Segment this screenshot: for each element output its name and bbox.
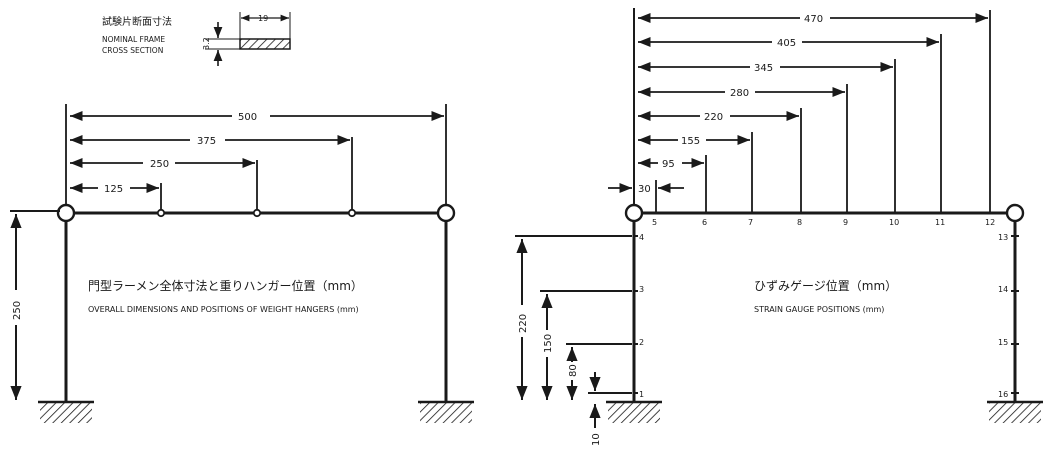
cross-section-title-jp: 試験片断面寸法 [102,15,172,28]
gauge-label-9: 9 [843,218,848,227]
right-dim-280: 280 [638,84,848,212]
left-support-b-hatch [420,403,472,423]
left-dim-500-label: 500 [238,112,257,123]
gauge-label-6: 6 [702,218,707,227]
right-support-a-hatch [608,403,660,423]
left-dim-375-label: 375 [197,136,216,147]
gauge-label-15: 15 [998,338,1008,347]
left-dim-500: 500 [70,110,444,123]
gauge-label-3: 3 [639,285,644,294]
right-vdim-80: 80 [566,343,632,400]
right-dim-30: 30 [608,180,684,212]
right-dim-155: 155 [638,132,753,212]
left-dim-height-label: 250 [12,301,23,320]
gauge-label-11: 11 [935,218,945,227]
gauge-label-12: 12 [985,218,995,227]
right-dim-220: 220 [638,108,802,212]
right-vdim-220-label: 220 [518,314,529,333]
gauge-label-1: 1 [639,390,644,399]
hanger-1-point [156,208,166,218]
right-support-b-hatch [989,403,1041,423]
right-dim-155-label: 155 [681,136,700,147]
right-dim-95: 95 [638,155,707,212]
cross-section-title-en-2: CROSS SECTION [102,46,163,55]
hanger-3-point [347,208,357,218]
gauge-label-7: 7 [748,218,753,227]
right-dim-95-label: 95 [662,159,675,170]
right-figure-title-jp: ひずみゲージ位置（mm） [754,278,897,293]
section-width-label: 19 [258,14,268,23]
hanger-2-point [252,208,262,218]
weight-hangers [156,137,357,218]
left-figure-title-jp: 門型ラーメン全体寸法と重りハンガー位置（mm） [88,278,363,293]
gauge-label-10: 10 [889,218,899,227]
left-frame-figure: 500 375 250 125 250 門型ラーメン全体寸法と重りハンガー位置（… [10,104,474,423]
left-joint-b [436,203,456,223]
gauge-label-16: 16 [998,390,1008,399]
right-dim-405-label: 405 [777,38,796,49]
right-dim-470-label: 470 [804,14,823,25]
right-vdim-150: 150 [540,290,632,400]
right-vdim-150-label: 150 [543,334,554,353]
right-dim-30-label: 30 [638,184,651,195]
right-figure-title-en: STRAIN GAUGE POSITIONS (mm) [754,305,884,314]
section-thickness-label: 3.2 [202,37,211,50]
gauge-label-2: 2 [639,338,644,347]
right-dim-405: 405 [638,34,942,212]
right-dim-345: 345 [638,59,896,212]
gauge-labels: 1 2 3 4 5 6 7 8 9 10 11 12 13 14 15 16 [639,218,1008,399]
section-profile [239,38,291,50]
right-joint-b [1005,203,1025,223]
gauge-label-13: 13 [998,233,1008,242]
right-gauge-figure: 470 405 345 280 220 [515,8,1043,446]
left-figure-title-en: OVERALL DIMENSIONS AND POSITIONS OF WEIG… [88,305,359,314]
right-dim-280-label: 280 [730,88,749,99]
left-dim-375: 375 [70,134,350,147]
left-dim-250: 250 [70,157,255,170]
left-support-a-hatch [40,403,92,423]
gauge-label-4: 4 [639,233,644,242]
cross-section-detail: 試験片断面寸法 NOMINAL FRAME CROSS SECTION 19 3… [102,12,291,66]
left-dim-125-label: 125 [104,184,123,195]
left-dim-height: 250 [10,210,60,400]
cross-section-title-en-1: NOMINAL FRAME [102,35,165,44]
right-joint-a [624,203,644,223]
gauge-label-8: 8 [797,218,802,227]
right-dim-470: 470 [638,10,991,212]
left-joint-a [56,203,76,223]
gauge-label-14: 14 [998,285,1008,294]
right-dim-220-label: 220 [704,112,723,123]
right-dim-345-label: 345 [754,63,773,74]
right-vdim-10: 10 [588,372,632,446]
left-dim-125: 125 [70,182,159,195]
right-vdim-220: 220 [515,235,632,400]
gauge-ticks [634,235,1019,394]
gauge-label-5: 5 [652,218,657,227]
left-dim-250-label: 250 [150,159,169,170]
right-vdim-10-label: 10 [591,433,602,446]
right-vdim-80-label: 80 [568,364,579,377]
